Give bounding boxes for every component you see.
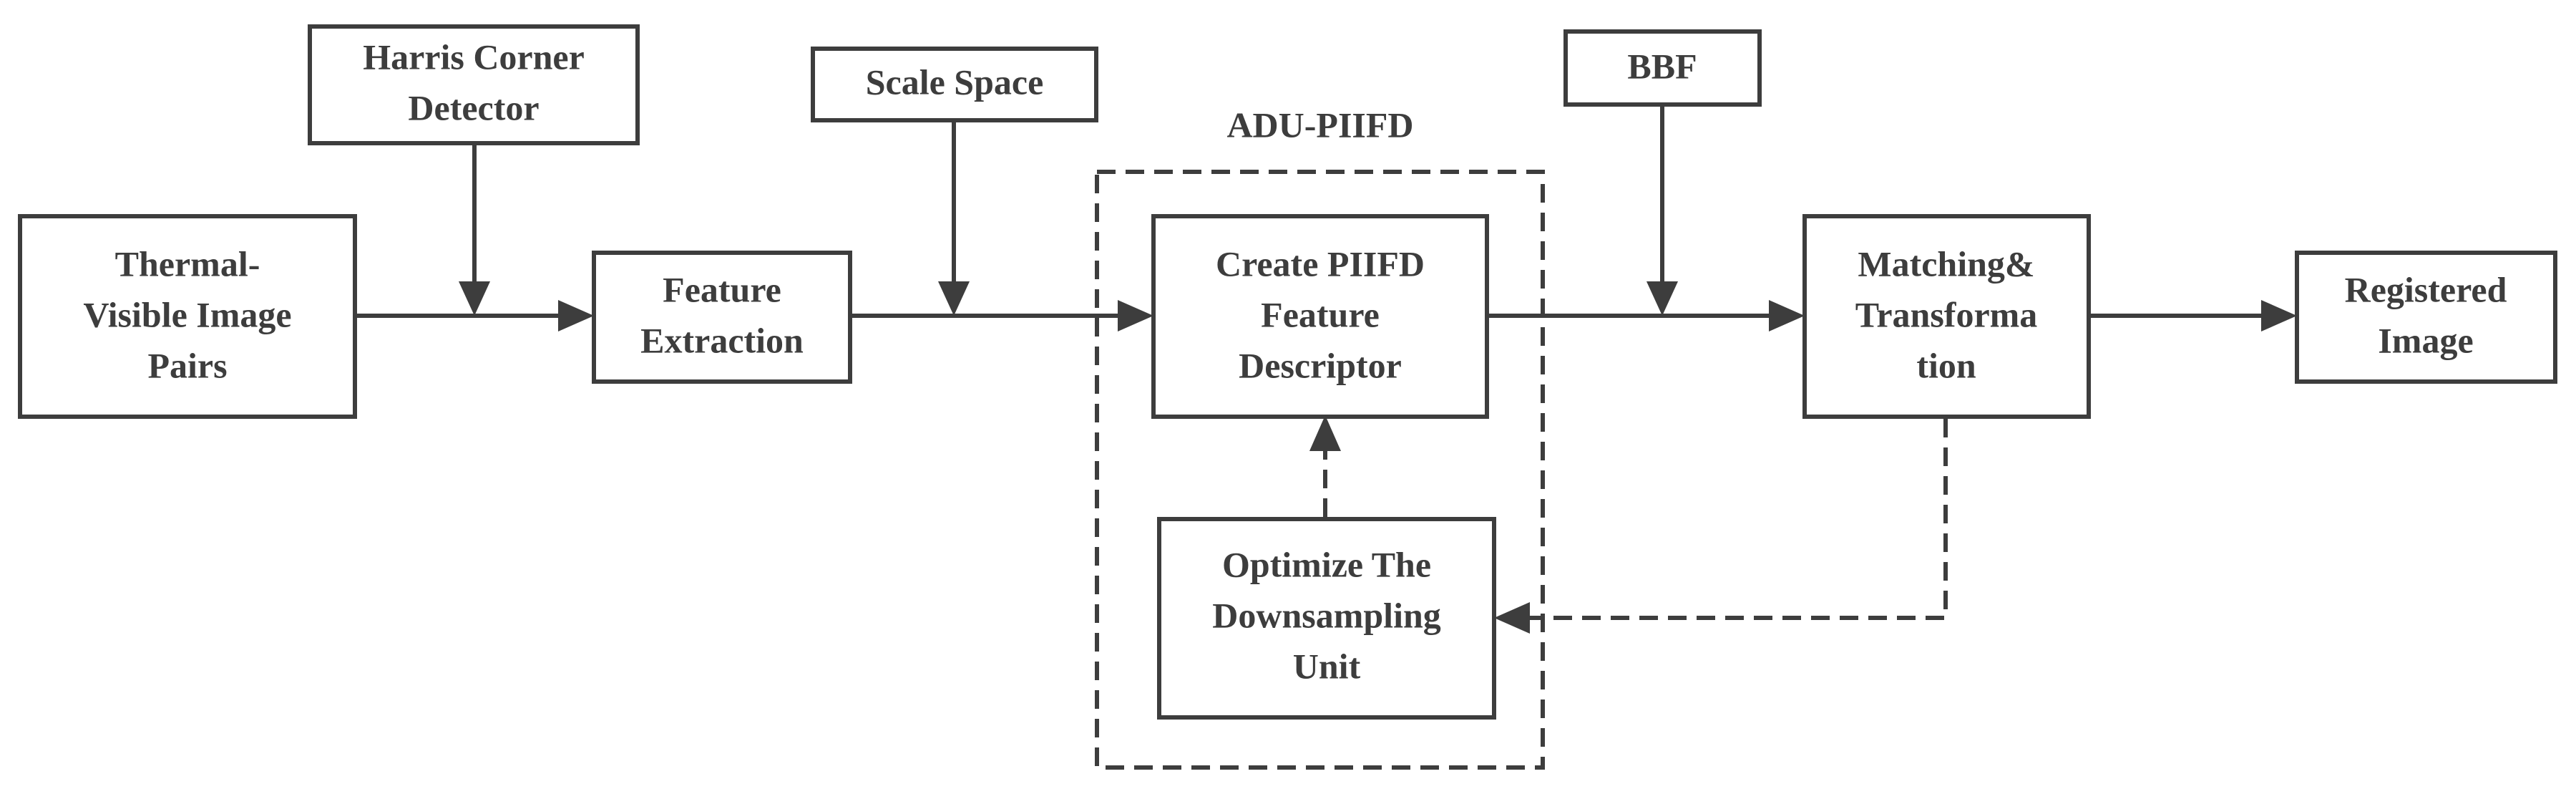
arrowhead-create-piifd [1118, 300, 1153, 331]
node-bbf: BBF [1563, 29, 1762, 107]
node-optimize-downsampling-unit: Optimize The Downsampling Unit [1157, 517, 1496, 720]
node-label-line: Pairs [147, 345, 227, 385]
node-label-line: Feature [663, 269, 781, 309]
node-thermal-visible-image-pairs: Thermal- Visible Image Pairs [18, 214, 357, 419]
node-label-line: Descriptor [1239, 345, 1402, 385]
node-label-line: Visible Image [83, 294, 291, 334]
adu-piifd-group-box [1095, 170, 1545, 770]
node-label-line: Unit [1293, 646, 1361, 686]
arrowhead-create-piifd-from-optimize [1309, 415, 1341, 451]
arrowhead-feature-extraction [558, 300, 594, 331]
arrowhead-harris [459, 281, 490, 316]
node-label-line: Optimize The [1222, 544, 1431, 584]
node-harris-corner-detector: Harris Corner Detector [308, 24, 640, 145]
node-label-line: Image [2378, 320, 2473, 360]
connectors [355, 105, 2297, 634]
arrowhead-scale-space [938, 281, 970, 316]
arrowhead-registered-image [2261, 300, 2297, 331]
node-label-line: Harris Corner [363, 37, 585, 77]
node-label-line: BBF [1627, 46, 1697, 86]
node-label-line: Downsampling [1212, 595, 1441, 635]
node-label-line: Extraction [640, 320, 804, 360]
node-matching-transformation: Matching& Transforma tion [1802, 214, 2091, 419]
arrowhead-optimize [1494, 602, 1530, 634]
node-label-line: Feature [1261, 294, 1380, 334]
node-label-line: Thermal- [115, 243, 260, 284]
node-label-line: tion [1916, 345, 1976, 385]
node-feature-extraction: Feature Extraction [592, 251, 852, 384]
adu-piifd-group-title: ADU-PIIFD [1226, 105, 1413, 145]
node-registered-image: Registered Image [2295, 251, 2557, 384]
node-label-line: Transforma [1855, 294, 2038, 334]
arrowhead-bbf [1646, 281, 1678, 316]
node-label-line: Create PIIFD [1216, 243, 1425, 284]
node-create-piifd-feature-descriptor: Create PIIFD Feature Descriptor [1151, 214, 1489, 419]
node-label-line: Detector [408, 87, 539, 127]
node-label-line: Matching& [1858, 243, 2034, 284]
node-label-line: Scale Space [866, 62, 1044, 102]
node-scale-space: Scale Space [811, 47, 1098, 122]
edge-matching-feedback-to-optimize [1528, 419, 1948, 620]
arrowhead-matching [1769, 300, 1805, 331]
node-label-line: Registered [2345, 269, 2507, 309]
